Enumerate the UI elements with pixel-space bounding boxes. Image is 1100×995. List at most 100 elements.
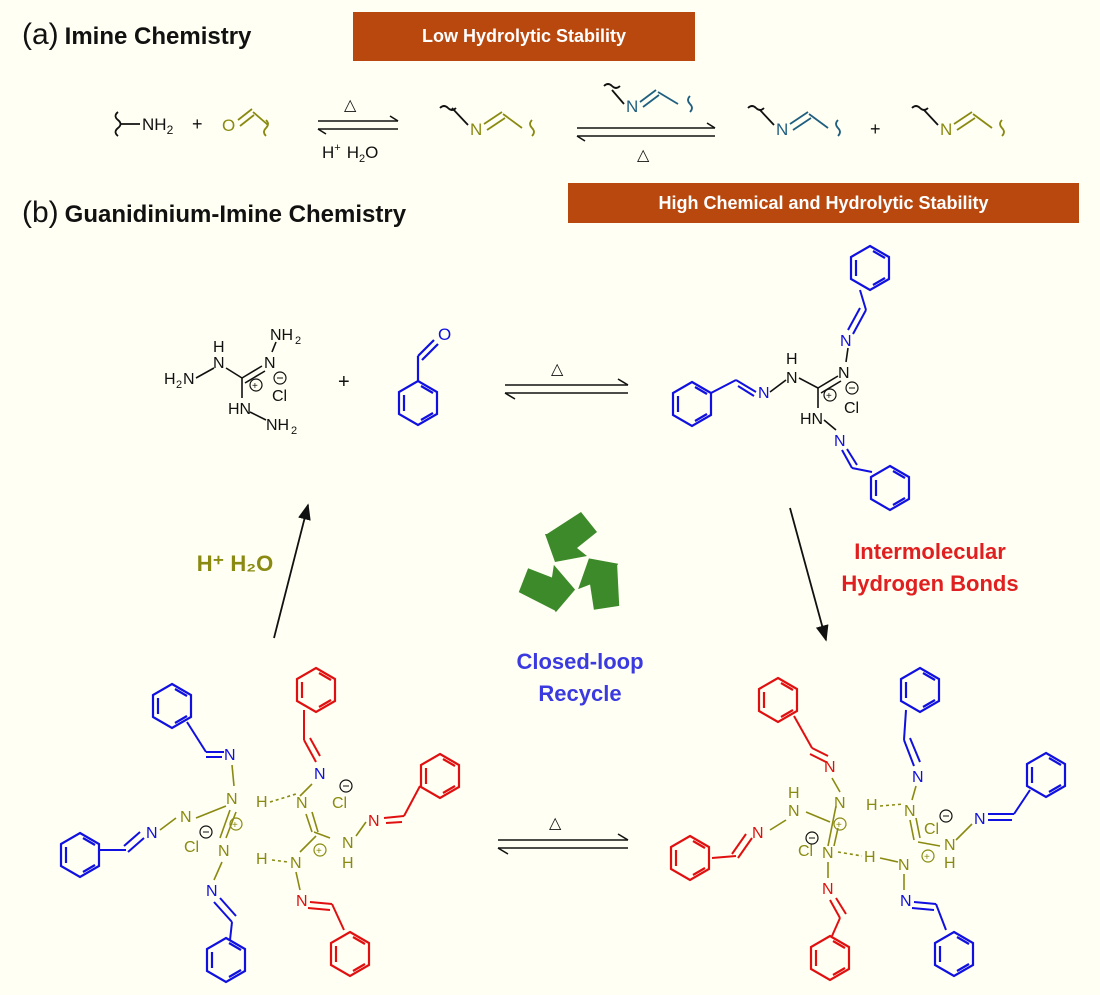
intermolecular-line1: Intermolecular — [854, 539, 1006, 564]
svg-text:N: N — [776, 120, 788, 139]
svg-text:+: + — [924, 852, 930, 863]
intermolecular-hbond-label: Intermolecular Hydrogen Bonds — [800, 536, 1060, 600]
plus-sign-a1: + — [192, 114, 203, 134]
svg-text:N: N — [213, 355, 225, 372]
section-b-label: (b)Guanidinium-Imine Chemistry — [22, 196, 406, 230]
svg-text:N: N — [226, 791, 238, 808]
hydrogen-bonded-dimer-left: N N H N N + Cl N NH + N N H N — [59, 666, 461, 984]
svg-text:N: N — [758, 385, 770, 402]
svg-text:N: N — [296, 795, 308, 812]
section-b-letter: (b) — [22, 196, 59, 229]
svg-text:N: N — [224, 747, 236, 764]
svg-text:NH: NH — [266, 417, 289, 434]
svg-text:N: N — [912, 769, 924, 786]
svg-text:N: N — [944, 837, 956, 854]
amine-reactant: NH2 — [114, 111, 174, 137]
svg-text:H: H — [256, 851, 268, 868]
svg-text:N: N — [368, 813, 380, 830]
svg-text:NH2: NH2 — [142, 115, 174, 137]
svg-text:N: N — [752, 825, 764, 842]
plus-sign-b: + — [338, 371, 350, 393]
svg-text:N: N — [788, 803, 800, 820]
svg-text:Cl: Cl — [332, 795, 347, 812]
low-stability-banner: Low Hydrolytic Stability — [353, 12, 695, 61]
svg-text:N: N — [822, 845, 834, 862]
svg-text:+: + — [316, 846, 322, 857]
teal-imine-product: N — [747, 105, 841, 139]
svg-text:N: N — [180, 809, 192, 826]
svg-text:N: N — [786, 370, 798, 387]
svg-text:H: H — [866, 797, 878, 814]
tribenzylidene-guanidinium-product: N NH N N + Cl HN N — [671, 244, 911, 512]
delta-a1: △ — [344, 97, 357, 114]
svg-text:Cl: Cl — [844, 400, 859, 417]
svg-text:2: 2 — [295, 335, 301, 347]
svg-text:N: N — [834, 433, 846, 450]
equilibrium-arrow-b1 — [504, 378, 629, 400]
intermolecular-line2: Hydrogen Bonds — [841, 571, 1019, 596]
equilibrium-arrow-a1 — [317, 115, 399, 135]
plus-sign-a2: + — [870, 119, 881, 139]
svg-text:Cl: Cl — [798, 843, 813, 860]
svg-text:N: N — [290, 855, 302, 872]
delta-b1: △ — [551, 361, 564, 378]
svg-text:H: H — [213, 339, 225, 356]
svg-text:HN: HN — [228, 401, 251, 418]
svg-text:+: + — [836, 820, 842, 831]
svg-text:NH: NH — [270, 327, 293, 344]
svg-text:N: N — [264, 355, 276, 372]
equilibrium-arrow-a2 — [576, 122, 716, 142]
svg-text:+: + — [252, 381, 258, 392]
equilibrium-arrow-b2 — [497, 833, 629, 855]
svg-text:Cl: Cl — [272, 388, 287, 405]
svg-text:N: N — [342, 835, 354, 852]
svg-text:N: N — [296, 893, 308, 910]
svg-text:N: N — [824, 759, 836, 776]
high-stability-banner: High Chemical and Hydrolytic Stability — [568, 183, 1079, 223]
benzaldehyde: O — [397, 325, 451, 427]
svg-text:+: + — [826, 391, 832, 402]
recycle-line1: Closed-loop — [516, 649, 644, 674]
svg-text:H: H — [864, 849, 876, 866]
svg-text:N: N — [900, 893, 912, 910]
svg-text:N: N — [904, 803, 916, 820]
svg-text:Cl: Cl — [924, 821, 939, 838]
teal-imine-reagent: N — [603, 83, 693, 116]
cycle-arrow-down — [789, 507, 829, 642]
svg-text:N: N — [314, 766, 326, 783]
svg-text:N: N — [146, 825, 158, 842]
aldehyde-reactant: O — [222, 108, 269, 137]
svg-text:N: N — [834, 795, 846, 812]
svg-text:H: H — [944, 855, 956, 872]
svg-text:N: N — [206, 883, 218, 900]
recycle-line2: Recycle — [538, 681, 622, 706]
svg-text:+: + — [232, 820, 238, 831]
svg-text:N: N — [218, 843, 230, 860]
svg-text:H: H — [342, 855, 354, 872]
delta-a2: △ — [637, 147, 650, 164]
svg-text:HN: HN — [800, 411, 823, 428]
svg-text:N: N — [470, 120, 482, 139]
svg-text:2: 2 — [176, 379, 182, 391]
svg-text:N: N — [898, 857, 910, 874]
recycle-icon — [510, 512, 638, 624]
svg-text:H: H — [256, 794, 268, 811]
section-a-letter: (a) — [22, 18, 59, 51]
imine-product: N — [439, 105, 535, 139]
acid-water-label: H⁺ H₂O — [196, 551, 274, 576]
svg-text:N: N — [840, 333, 852, 350]
closed-loop-recycle-label: Closed-loop Recycle — [470, 646, 690, 710]
svg-text:N: N — [822, 881, 834, 898]
svg-text:H: H — [786, 351, 798, 368]
svg-text:N: N — [183, 371, 195, 388]
hydrogen-bonded-dimer-right: N N H HN + N Cl N H N N N N — [669, 666, 1067, 982]
svg-text:Cl: Cl — [184, 839, 199, 856]
acid-water-a1: H+H2O — [322, 142, 378, 165]
svg-text:2: 2 — [291, 425, 297, 437]
svg-text:O: O — [222, 116, 235, 135]
olive-imine-product: N — [911, 105, 1005, 139]
svg-text:N: N — [838, 365, 850, 382]
section-a-label: (a)Imine Chemistry — [22, 18, 251, 52]
